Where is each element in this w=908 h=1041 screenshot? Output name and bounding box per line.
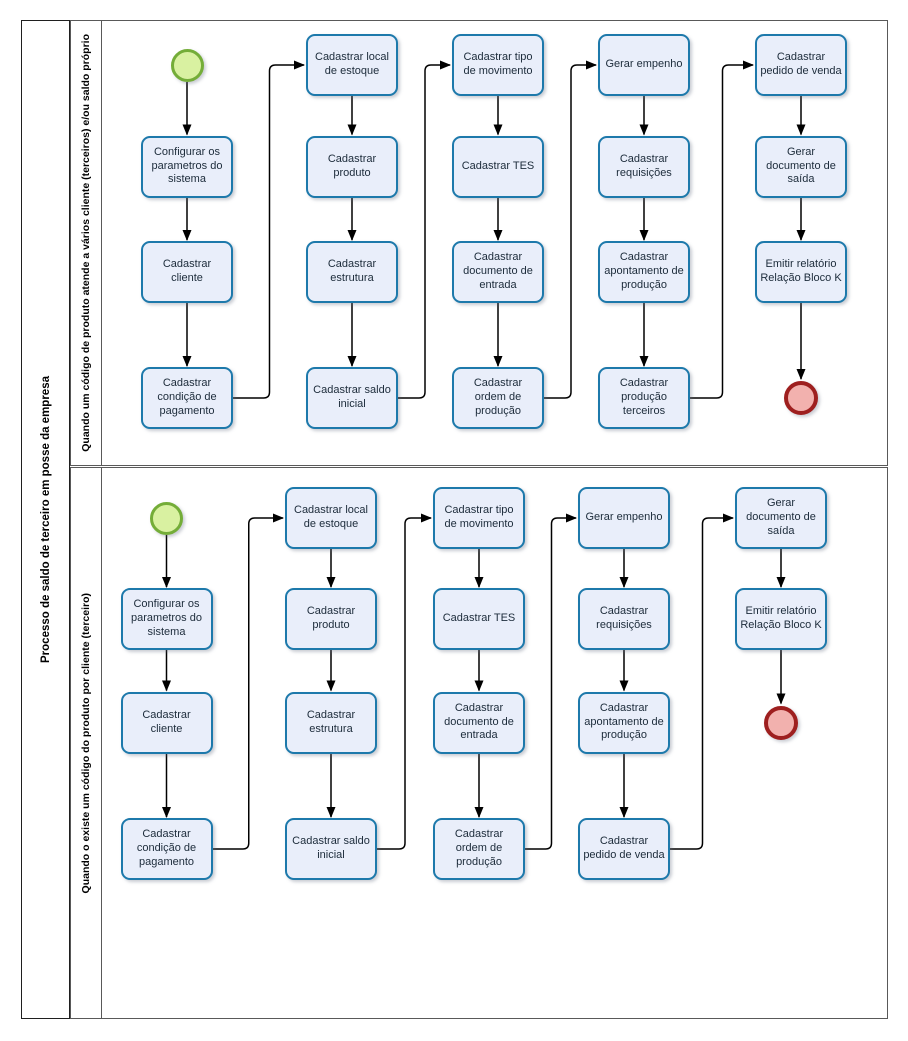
start-event[interactable] (150, 501, 183, 535)
task-node[interactable]: Emitir relatório Relação Bloco K (755, 241, 847, 303)
task-node[interactable]: Cadastrar TES (452, 135, 544, 198)
lane-upper-title: Quando um código de produto atende a vár… (80, 34, 92, 452)
task-node[interactable]: Cadastrar apontamento de produção (598, 241, 690, 303)
start-event[interactable] (170, 48, 204, 82)
task-node[interactable]: Cadastrar produção terceiros (598, 367, 690, 429)
task-node[interactable]: Cadastrar ordem de produção (452, 367, 544, 429)
end-event[interactable] (764, 705, 798, 740)
task-node[interactable]: Cadastrar pedido de venda (578, 818, 670, 880)
task-node[interactable]: Cadastrar tipo de movimento (452, 34, 544, 96)
task-node[interactable]: Configurar os parametros do sistema (120, 588, 213, 650)
task-node[interactable]: Gerar documento de saída (755, 135, 847, 198)
task-node[interactable]: Cadastrar saldo inicial (306, 367, 398, 429)
task-node[interactable]: Gerar empenho (578, 487, 670, 549)
task-node[interactable]: Cadastrar documento de entrada (433, 691, 525, 754)
lane-upper-header: Quando um código de produto atende a vár… (71, 21, 102, 465)
task-node[interactable]: Cadastrar apontamento de produção (578, 691, 670, 754)
task-node[interactable]: Cadastrar tipo de movimento (433, 487, 525, 549)
task-node[interactable]: Cadastrar TES (433, 588, 525, 650)
task-node[interactable]: Cadastrar requisições (598, 135, 690, 198)
task-node[interactable]: Cadastrar estrutura (285, 691, 377, 754)
task-node[interactable]: Cadastrar condição de pagamento (120, 818, 213, 880)
task-node[interactable]: Cadastrar requisições (578, 588, 670, 650)
task-node[interactable]: Cadastrar local de estoque (306, 34, 398, 96)
task-node[interactable]: Gerar documento de saída (735, 487, 827, 549)
task-node[interactable]: Cadastrar pedido de venda (755, 34, 847, 96)
task-node[interactable]: Cadastrar documento de entrada (452, 241, 544, 303)
task-node[interactable]: Cadastrar cliente (141, 241, 233, 303)
end-event[interactable] (784, 381, 818, 415)
task-node[interactable]: Cadastrar ordem de produção (433, 818, 525, 880)
task-node[interactable]: Cadastrar local de estoque (285, 487, 377, 549)
task-node[interactable]: Cadastrar produto (306, 135, 398, 198)
task-node[interactable]: Cadastrar cliente (120, 691, 213, 754)
pool-title: Processo de saldo de terceiro em posse d… (39, 376, 52, 663)
task-node[interactable]: Cadastrar condição de pagamento (141, 367, 233, 429)
task-node[interactable]: Cadastrar estrutura (306, 241, 398, 303)
lane-lower-title: Quando o existe um código do produto por… (80, 592, 92, 894)
task-node[interactable]: Gerar empenho (598, 34, 690, 96)
pool-header: Processo de saldo de terceiro em posse d… (21, 20, 70, 1019)
lane-lower-header: Quando o existe um código do produto por… (71, 468, 102, 1018)
task-node[interactable]: Cadastrar saldo inicial (285, 818, 377, 880)
task-node[interactable]: Configurar os parametros do sistema (141, 135, 233, 198)
task-node[interactable]: Emitir relatório Relação Bloco K (735, 588, 827, 650)
task-node[interactable]: Cadastrar produto (285, 588, 377, 650)
